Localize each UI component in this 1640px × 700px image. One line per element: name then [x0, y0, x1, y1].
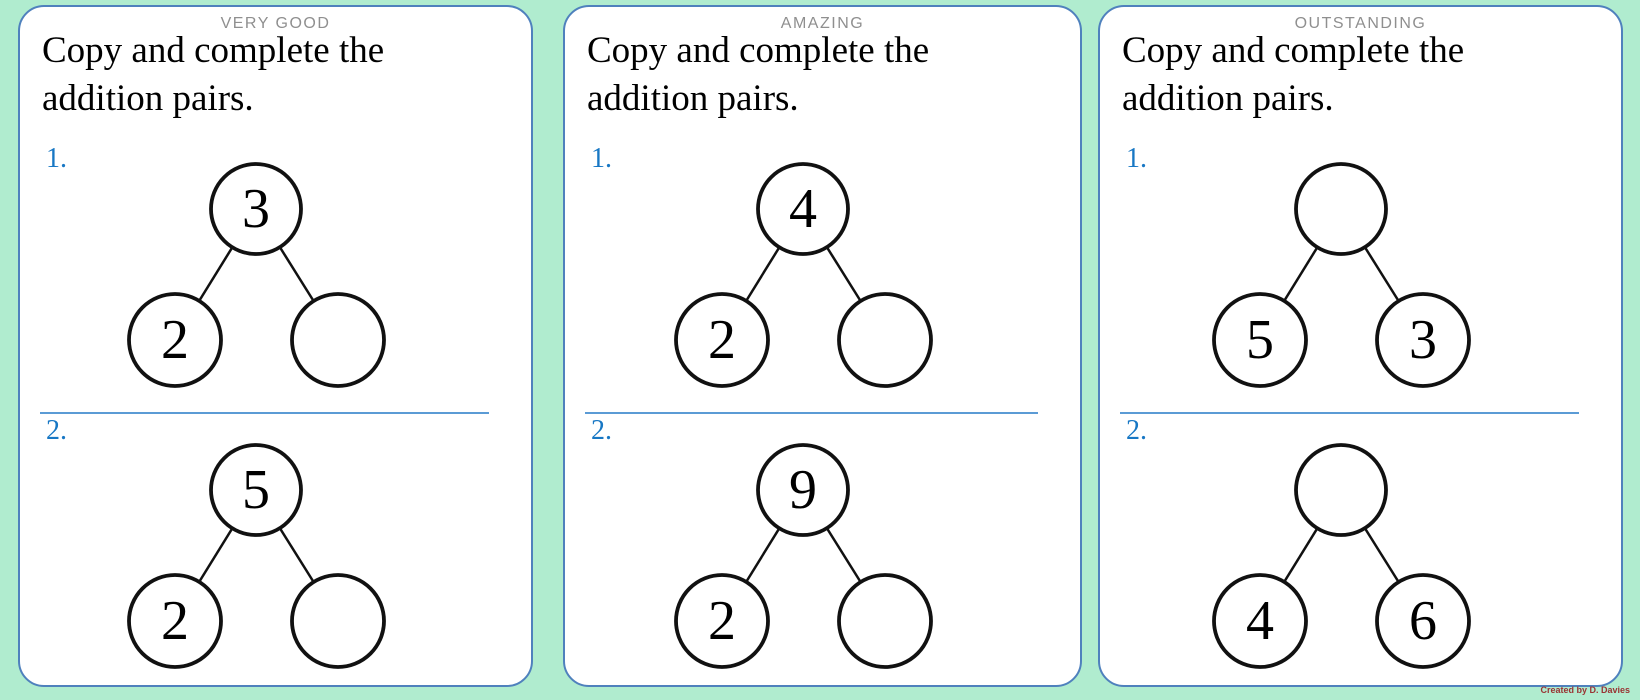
worksheet-card-very-good: VERY GOOD Copy and complete the addition…	[18, 5, 533, 687]
bond-right-circle	[289, 292, 386, 388]
author-credit: Created by D. Davies	[1540, 685, 1630, 695]
bond-right-circle	[289, 573, 386, 669]
bond-right-value: 6	[1409, 590, 1437, 652]
bond-top-value: 5	[242, 459, 270, 521]
problem-1-label: 1.	[1126, 143, 1147, 174]
problem-2-label: 2.	[591, 415, 612, 446]
problem-divider	[585, 412, 1038, 414]
bond-top-circle	[755, 443, 850, 537]
number-bond-diagram: 9 2	[673, 443, 933, 669]
bond-top-circle	[755, 162, 850, 256]
bond-left-value: 2	[708, 590, 736, 652]
card-badge: AMAZING	[780, 15, 865, 32]
card-title: Copy and complete the addition pairs.	[1122, 30, 1465, 120]
bond-right-circle	[836, 573, 933, 669]
bond-top-circle	[208, 443, 303, 537]
bond-left-value: 5	[1246, 309, 1274, 371]
bond-top-value: 3	[242, 178, 270, 240]
card-badge: VERY GOOD	[220, 15, 331, 32]
problem-divider	[1120, 412, 1579, 414]
worksheet-card-amazing: AMAZING Copy and complete the addition p…	[563, 5, 1082, 687]
bond-top-circle	[1293, 162, 1388, 256]
bond-left-circle	[1211, 573, 1308, 669]
card-badge: OUTSTANDING	[1294, 15, 1427, 32]
bond-left-circle	[126, 573, 223, 669]
bond-left-value: 2	[161, 590, 189, 652]
problem-2-label: 2.	[1126, 415, 1147, 446]
number-bond-diagram: 5 2	[126, 443, 386, 669]
bond-right-circle	[1374, 573, 1471, 669]
problem-2-label: 2.	[46, 415, 67, 446]
bond-right-circle	[1374, 292, 1471, 388]
bond-left-circle	[673, 292, 770, 388]
bond-left-value: 4	[1246, 590, 1274, 652]
bond-top-circle	[208, 162, 303, 256]
worksheet-card-outstanding: OUTSTANDING Copy and complete the additi…	[1098, 5, 1623, 687]
bond-left-value: 2	[161, 309, 189, 371]
bond-left-circle	[1211, 292, 1308, 388]
problem-1-label: 1.	[46, 143, 67, 174]
problem-1-label: 1.	[591, 143, 612, 174]
bond-top-circle	[1293, 443, 1388, 537]
number-bond-diagram: 4 6	[1211, 443, 1471, 669]
bond-left-value: 2	[708, 309, 736, 371]
bond-top-value: 4	[789, 178, 817, 240]
number-bond-diagram: 5 3	[1211, 162, 1471, 388]
problem-divider	[40, 412, 489, 414]
card-title: Copy and complete the addition pairs.	[42, 30, 385, 120]
bond-right-value: 3	[1409, 309, 1437, 371]
number-bond-diagram: 3 2	[126, 162, 386, 388]
number-bond-diagram: 4 2	[673, 162, 933, 388]
bond-top-value: 9	[789, 459, 817, 521]
bond-left-circle	[126, 292, 223, 388]
bond-left-circle	[673, 573, 770, 669]
bond-right-circle	[836, 292, 933, 388]
card-title: Copy and complete the addition pairs.	[587, 30, 930, 120]
